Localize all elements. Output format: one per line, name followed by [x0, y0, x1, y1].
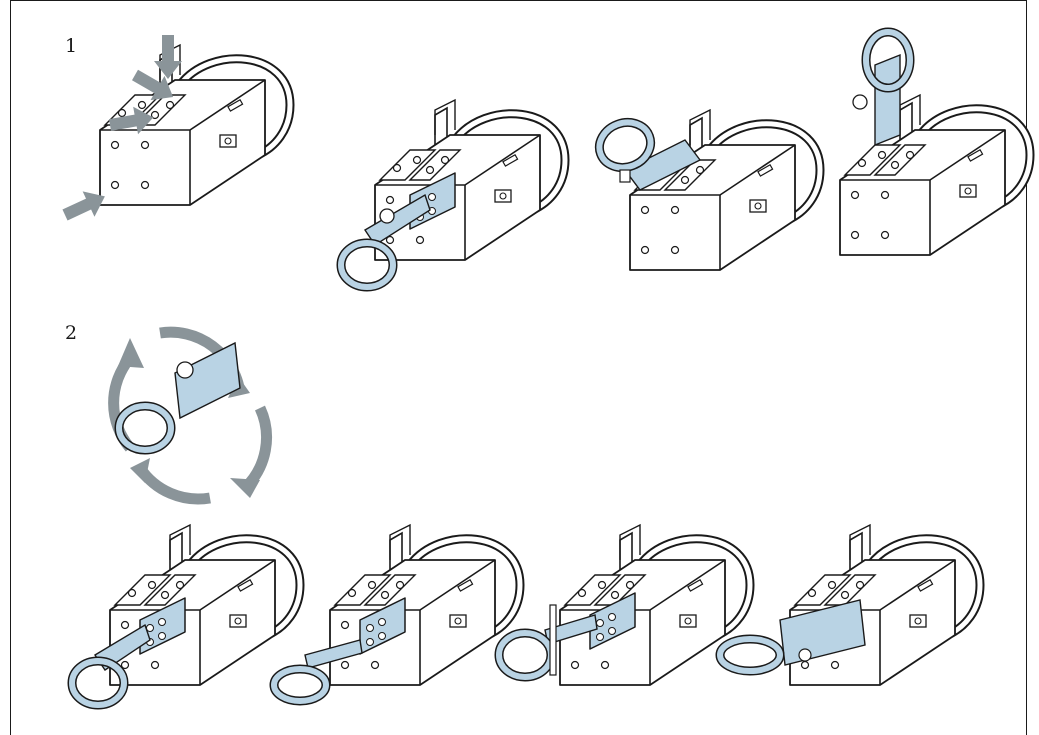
rotating-clamp: [108, 326, 272, 505]
mounting-ring: [715, 634, 785, 676]
mounting-ring: [269, 664, 331, 706]
step-1-label: 1: [65, 35, 78, 57]
bracket-assembly-1: [59, 35, 340, 228]
bracket-assembly-variant-c: [520, 505, 770, 725]
figure-frame: [10, 0, 1027, 735]
bracket-assembly-variant-b: [269, 505, 540, 706]
bracket-assembly-ring-low: [335, 80, 595, 300]
arrow-icon: [154, 35, 182, 79]
bracket-assembly-variant-a: [70, 505, 320, 725]
bracket-assembly-ring-top: [800, 27, 1030, 280]
mounting-ring: [861, 27, 915, 93]
mounting-ring: [341, 243, 393, 287]
mounting-ring: [119, 406, 171, 450]
bracket-assembly-ring-side: [590, 90, 840, 290]
step-2-label: 2: [65, 322, 78, 344]
bracket-assembly-variant-d: [715, 505, 1000, 725]
